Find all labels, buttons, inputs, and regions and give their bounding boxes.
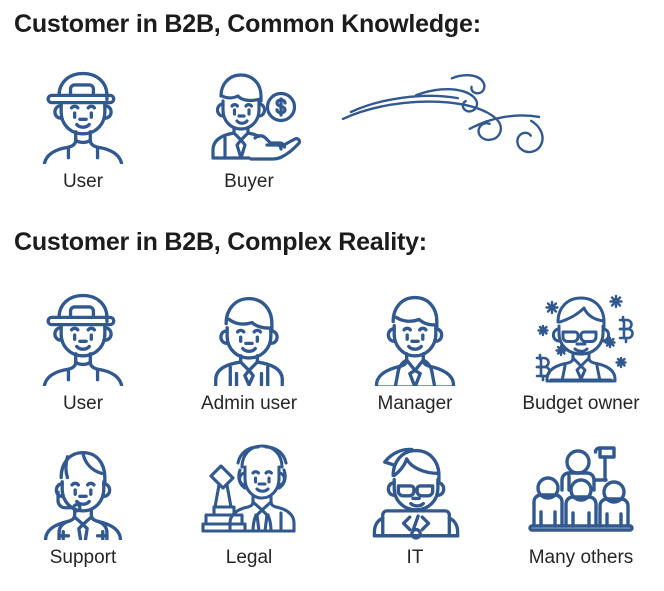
budget-owner-bitcoin-avatar-icon — [525, 278, 637, 390]
icon-label: User — [62, 393, 104, 414]
icon-cell-legal: Legal — [166, 432, 332, 569]
legal-gavel-judge-icon — [193, 432, 305, 544]
icon-row-complex-first: User — [0, 278, 664, 415]
icon-cell-wind-flourish — [332, 56, 552, 193]
icon-label: Manager — [377, 393, 453, 414]
many-others-group-flag-icon — [525, 432, 637, 544]
icon-row-common-knowledge: User — [0, 56, 664, 193]
icon-label: User — [62, 171, 104, 192]
icon-label: Admin user — [200, 393, 298, 414]
section-title-complex-reality: Customer in B2B, Complex Reality: — [14, 228, 427, 256]
icon-label: Buyer — [224, 171, 274, 192]
admin-user-avatar-icon — [193, 278, 305, 390]
manager-suit-avatar-icon — [359, 278, 471, 390]
icon-row-complex-second: Support — [0, 432, 664, 569]
icon-cell-budget-owner: Budget owner — [498, 278, 664, 415]
icon-cell-user: User — [0, 278, 166, 415]
icon-label: IT — [406, 547, 424, 568]
icon-cell-user: User — [0, 56, 166, 193]
icon-label: Many others — [528, 547, 634, 568]
user-cap-avatar-icon — [27, 278, 139, 390]
icon-cell-many-others: Many others — [498, 432, 664, 569]
icon-cell-it: IT — [332, 432, 498, 569]
icon-label: Support — [49, 547, 117, 568]
icon-cell-manager: Manager — [332, 278, 498, 415]
it-developer-laptop-icon — [359, 432, 471, 544]
icon-label: Budget owner — [522, 393, 640, 414]
buyer-hand-coin-icon — [193, 56, 305, 168]
icon-label: Legal — [225, 547, 273, 568]
wind-swirl-flourish-icon — [337, 56, 547, 168]
icon-cell-support: Support — [0, 432, 166, 569]
support-headset-avatar-icon — [27, 432, 139, 544]
icon-cell-buyer: Buyer — [166, 56, 332, 193]
user-cap-avatar-icon — [27, 56, 139, 168]
section-title-common-knowledge: Customer in B2B, Common Knowledge: — [14, 10, 481, 38]
icon-cell-admin-user: Admin user — [166, 278, 332, 415]
